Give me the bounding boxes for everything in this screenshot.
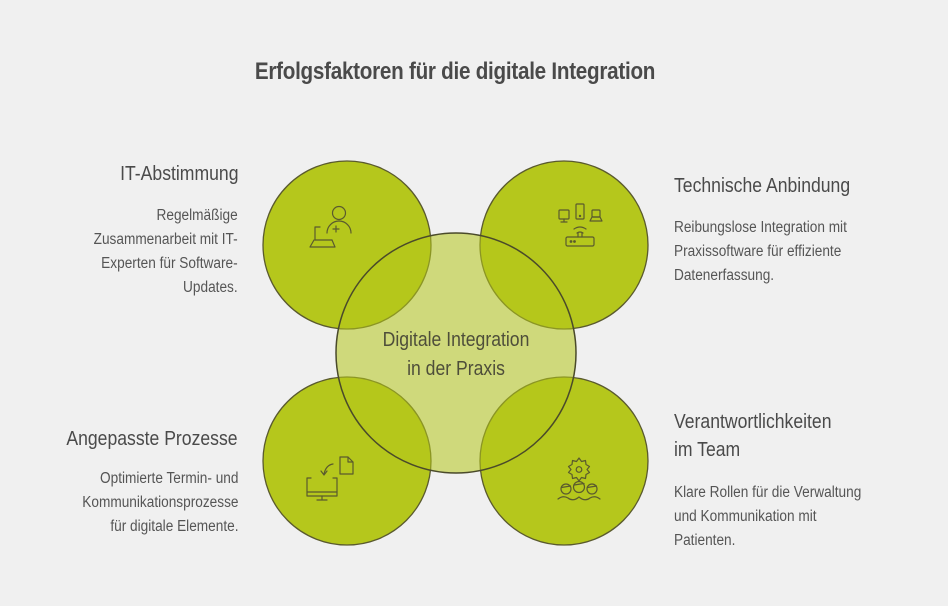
desc-line: Praxissoftware für effiziente <box>674 243 842 260</box>
desc-line: Klare Rollen für die Verwaltung <box>674 484 862 501</box>
factor-desc-technische-anbindung: Reibungslose Integration mit Praxissoftw… <box>674 216 847 288</box>
desc-line: Reibungslose Integration mit <box>674 219 847 236</box>
desc-line: Regelmäßige <box>156 207 238 224</box>
factor-title-technische-anbindung: Technische Anbindung <box>674 175 851 197</box>
title-line: Verantwortlichkeiten <box>674 411 832 433</box>
title-line: im Team <box>674 439 741 461</box>
factor-title-verantwortlichkeiten: Verantwortlichkeiten im Team <box>674 408 832 464</box>
desc-line: Patienten. <box>674 532 736 549</box>
desc-line: Experten für Software- <box>101 255 238 272</box>
center-label-line-1: Digitale Integration <box>382 329 530 351</box>
center-label-line-2: in der Praxis <box>407 358 505 380</box>
factor-desc-angepasste-prozesse: Optimierte Termin- und Kommunikationspro… <box>82 467 238 539</box>
it-support-person-laptop-icon <box>309 205 352 248</box>
circle-center <box>335 232 577 474</box>
desc-line: und Kommunikation mit <box>674 508 817 525</box>
desc-line: Kommunikationsprozesse <box>81 494 238 511</box>
desc-line: Datenerfassung. <box>674 267 775 284</box>
factor-desc-verantwortlichkeiten: Klare Rollen für die Verwaltung und Komm… <box>674 481 861 553</box>
team-gear-icon <box>557 457 601 501</box>
desc-line: Optimierte Termin- und <box>99 470 239 487</box>
factor-title-it-abstimmung: IT-Abstimmung <box>119 163 238 185</box>
connected-devices-router-icon <box>558 203 603 247</box>
desc-line: Zusammenarbeit mit IT- <box>93 231 238 248</box>
desc-line: Updates. <box>183 279 238 296</box>
center-label: Digitale Integration in der Praxis <box>350 326 561 384</box>
factor-desc-it-abstimmung: Regelmäßige Zusammenarbeit mit IT- Exper… <box>94 204 238 300</box>
diagram-title: Erfolgsfaktoren für die digitale Integra… <box>254 58 656 85</box>
desc-line: für digitale Elemente. <box>109 518 238 535</box>
document-to-monitor-icon <box>306 456 354 501</box>
factor-title-angepasste-prozesse: Angepasste Prozesse <box>66 428 238 450</box>
